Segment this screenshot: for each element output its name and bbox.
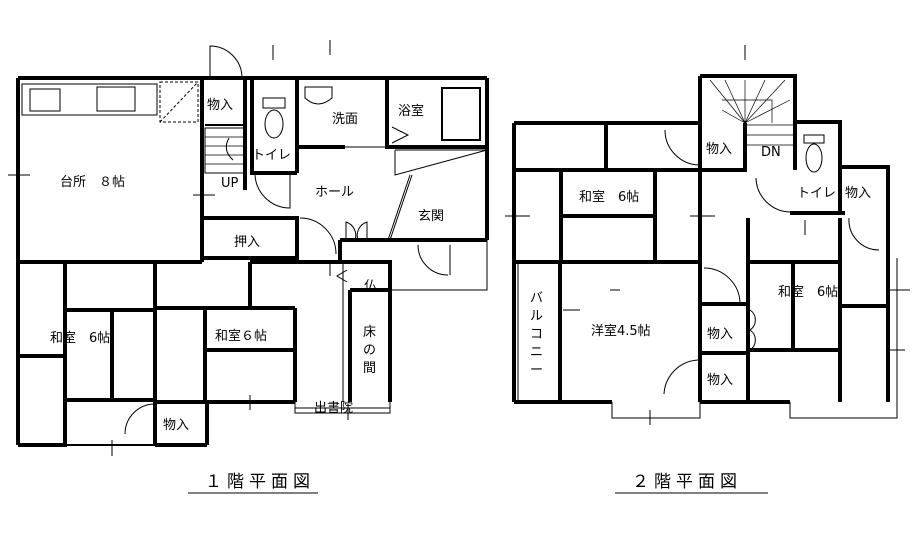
f2-closet-low-label: 物入: [707, 373, 733, 388]
f2-balcony-label-2: ル: [530, 309, 543, 324]
f1-bath-label: 浴室: [398, 103, 424, 119]
f2-balcony-label-3: コ: [530, 327, 543, 342]
f1-toilet-label: トイレ: [252, 148, 291, 163]
f2-balcony-label-1: バ: [530, 291, 543, 306]
f1-hall-label: ホール: [315, 185, 354, 200]
f1-oshiire-label: 押入: [234, 235, 260, 250]
f1-washitsu-left-label: 和室 6帖: [50, 330, 110, 346]
f1-washroom-label: 洗面: [332, 112, 358, 127]
f2-dn-label: DN: [761, 145, 781, 160]
f1-kitchen-label: 台所 ８帖: [60, 175, 125, 190]
f2-balcony-label-4: ニ: [530, 345, 543, 360]
f2-youshitsu-label: 洋室4.5帖: [591, 323, 651, 339]
f1-butsudan-label: 仏: [364, 279, 377, 294]
f1-closet-bottom-label: 物入: [163, 418, 189, 433]
f1-washitsu-center-label: 和室６帖: [215, 328, 267, 344]
f1-tokonoma-label-3: 間: [363, 361, 376, 376]
floor2-plan: [505, 45, 910, 425]
f2-closet-top-label: 物入: [706, 142, 732, 157]
f2-closet-right-label: 物入: [845, 186, 871, 201]
f2-washitsu-right-label: 和室 6帖: [778, 284, 838, 300]
f2-toilet-label: トイレ: [797, 186, 836, 201]
f1-tokonoma-label-1: 床: [363, 325, 376, 340]
f1-entrance-label: 玄関: [418, 209, 444, 224]
f2-closet-mid-label: 物入: [707, 327, 733, 342]
f1-tokonoma-label-2: の: [363, 343, 376, 358]
f2-washitsu-top-label: 和室 6帖: [579, 189, 639, 205]
f2-balcony-label-5: ー: [530, 363, 543, 378]
floor1-title: １階平面図: [205, 472, 315, 492]
f1-closet-top-label: 物入: [207, 98, 233, 113]
f1-up-label: UP: [221, 176, 239, 191]
floor2-title: ２階平面図: [632, 472, 742, 492]
floor1-plan: [8, 40, 489, 456]
f1-shoin-label: 出書院: [314, 401, 353, 416]
